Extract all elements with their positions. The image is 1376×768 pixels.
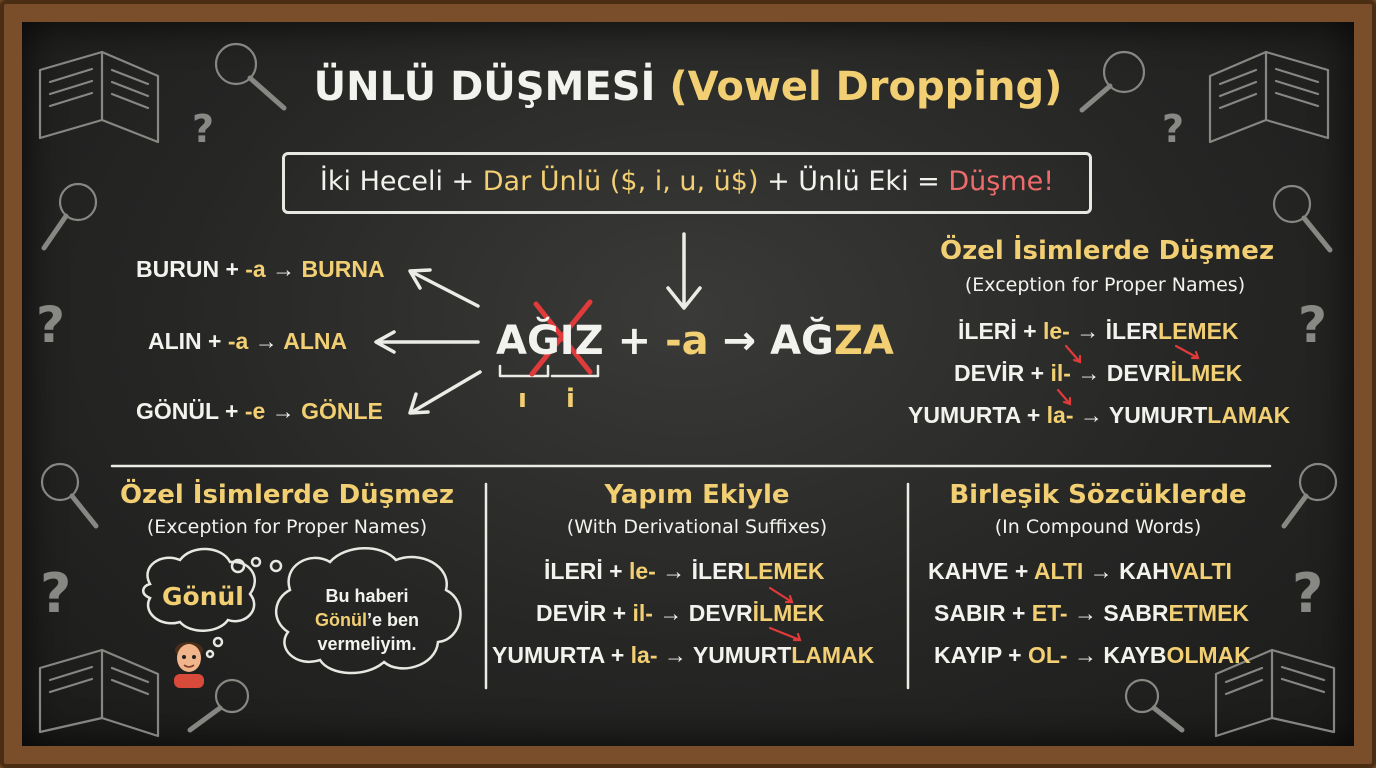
middle-row: DEVİR + il- → DEVRİLMEK [536,600,825,626]
strike-icon [529,299,593,377]
speech-bubble: Bu haberi Gönül’e ben vermeliyim. [314,586,419,654]
bottom-middle-subtitle: (With Derivational Suffixes) [566,516,828,538]
magnifier-icon [214,42,287,111]
arrow-to-alna [374,330,480,354]
syllable-mark-2: i [566,384,575,414]
speech-cloud [275,547,462,675]
bottom-left-title: Özel İsimlerde Düşmez [119,480,455,510]
middle-row: YUMURTA + la- → YUMURTLAMAK [492,642,875,668]
avatar [174,642,204,688]
page-title: ÜNLÜ DÜŞMESİ (Vowel Dropping) [0,64,1376,110]
cloud-dot [250,556,262,568]
middle-row: İLERİ + le- → İLERLEMEK [544,558,825,584]
example-row: ALIN + -a → ALNA [148,328,348,354]
red-pointers [768,344,1200,642]
cloud-dot [212,636,224,648]
name-cloud [142,547,256,632]
rule-part-3: + Ünlü Eki = [758,166,949,197]
magnifier-icon [187,678,250,733]
bottom-middle-title: Yapım Ekiyle [604,480,790,510]
plus-sign: + [617,318,652,364]
book-icon [1214,648,1336,738]
rule-box [282,152,1092,214]
bottom-right-title: Birleşik Sözcüklerde [949,480,1247,510]
example-row: BURUN + -a → BURNA [136,256,385,282]
example-row: GÖNÜL + -e → GÖNLE [136,398,383,424]
magnifier-icon [1272,184,1333,253]
name-bubble: Gönül [162,582,244,611]
question-mark-icon: ? [1162,107,1184,151]
cloud-dot [269,559,283,573]
book-icon [1208,50,1330,144]
syllable-mark-1: ı [518,384,527,414]
rule-part-2: Dar Ünlü ($, i, u, ü$) [482,166,759,197]
compound-row: KAHVE + ALTI → KAHVALTI [928,558,1232,584]
book-icon [38,50,160,144]
question-mark-icon: ? [40,562,71,625]
right-row: YUMURTA + la- → YUMURTLAMAK [908,402,1291,428]
magnifier-icon [1281,462,1338,529]
center-example: AĞIZ + -a → AĞZA [496,318,894,364]
magnifier-icon [41,182,98,251]
rule-text: İki Heceli + Dar Ünlü ($, i, u, ü$) + Ün… [282,166,1092,197]
center-result: AĞZA [770,318,894,364]
magnifier-icon [1124,678,1185,733]
question-mark-icon: ? [192,107,214,151]
down-arrow [666,232,702,310]
right-row: İLERİ + le- → İLERLEMEK [958,318,1239,344]
question-mark-icon: ? [1298,296,1327,354]
magnifier-icon [40,462,99,529]
right-section-subtitle: (Exception for Proper Names) [964,274,1246,296]
question-mark-icon: ? [1292,562,1323,625]
compound-row: KAYIP + OL- → KAYBOLMAK [934,642,1251,668]
book-icon [38,648,160,738]
rule-part-4: Düşme! [948,166,1055,197]
center-suffix: -a [665,318,709,364]
root-word: AĞIZ [496,318,604,364]
right-section-title: Özel İsimlerde Düşmez [940,236,1275,266]
title-sub: (Vowel Dropping) [669,64,1063,110]
center-arrow: → [722,318,757,364]
syllable-bracket [498,364,600,378]
compound-row: SABIR + ET- → SABRETMEK [934,600,1250,626]
bottom-right-subtitle: (In Compound Words) [994,516,1202,538]
right-row: DEVİR + il- → DEVRİLMEK [954,360,1243,386]
cloud-dot [205,649,215,659]
arrow-to-gonle [408,370,482,415]
rule-part-1: İki Heceli + [319,166,483,197]
title-main: ÜNLÜ DÜŞMESİ [313,64,656,110]
bottom-left-subtitle: (Exception for Proper Names) [146,516,428,538]
arrow-to-burna [408,268,480,308]
magnifier-icon [1079,50,1146,113]
question-mark-icon: ? [36,296,65,354]
cloud-dot [230,558,246,574]
